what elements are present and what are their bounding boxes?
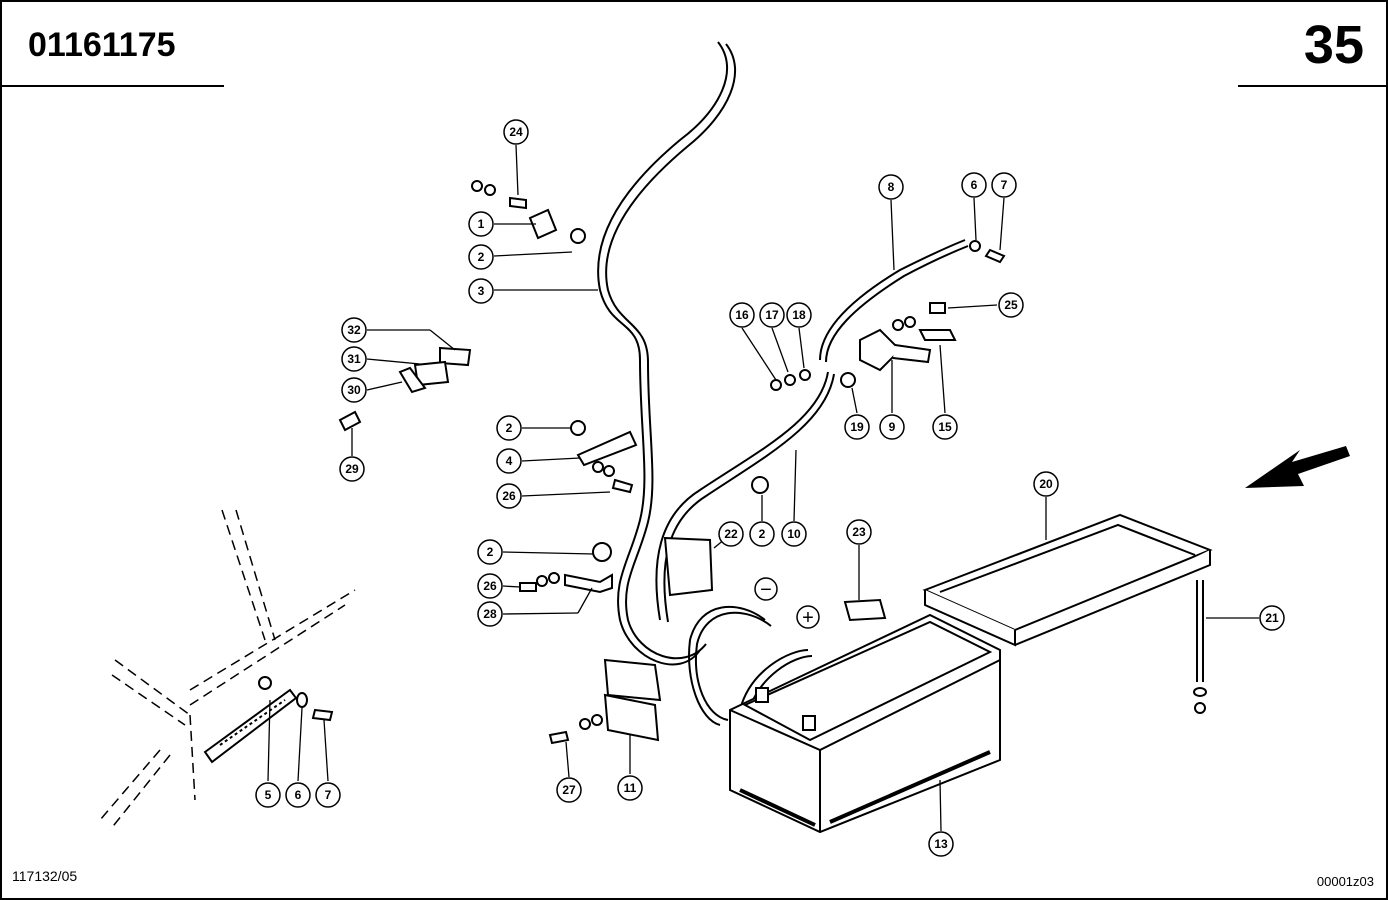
callout-9: 9 [889, 420, 896, 434]
callout-20: 20 [1039, 477, 1053, 491]
callout-4: 4 [506, 454, 513, 468]
callout-28: 28 [483, 607, 497, 621]
callout-21: 21 [1265, 611, 1279, 625]
callout-8: 8 [888, 180, 895, 194]
callout-6: 6 [971, 178, 978, 192]
callout-32: 32 [347, 323, 361, 337]
callout-11: 11 [624, 781, 637, 795]
cable-8 [819, 239, 966, 361]
callout-26: 26 [483, 579, 497, 593]
tie-rod [1193, 580, 1207, 714]
callout-2: 2 [478, 250, 485, 264]
callout-24: 24 [509, 125, 523, 139]
callout-29: 29 [345, 462, 359, 476]
cable-10 [655, 371, 829, 621]
callout-31: 31 [347, 352, 361, 366]
footer-left-code: 117132/05 [12, 868, 78, 884]
callout-13: 13 [934, 837, 948, 851]
callout-19: 19 [850, 420, 864, 434]
callout-30: 30 [347, 383, 361, 397]
plus-symbol: + [802, 607, 814, 629]
callout-16: 16 [735, 308, 749, 322]
direction-arrow [1245, 446, 1350, 488]
callout-2: 2 [487, 545, 494, 559]
callout-6: 6 [295, 788, 302, 802]
callout-2: 2 [759, 527, 766, 541]
callout-5: 5 [265, 788, 272, 802]
minus-symbol: − [760, 579, 772, 601]
callout-18: 18 [792, 308, 806, 322]
callout-22: 22 [724, 527, 738, 541]
callout-10: 10 [787, 527, 801, 541]
footer-right-code: 00001z03 [1316, 874, 1374, 889]
callout-7: 7 [1001, 178, 1008, 192]
callout-1: 1 [478, 217, 485, 231]
callout-2: 2 [506, 421, 513, 435]
callout-15: 15 [938, 420, 952, 434]
callout-25: 25 [1004, 298, 1018, 312]
callout-27: 27 [562, 783, 576, 797]
callout-3: 3 [478, 284, 485, 298]
callout-7: 7 [325, 788, 332, 802]
battery-tray [922, 513, 1213, 647]
battery [729, 613, 1001, 834]
callout-23: 23 [852, 525, 866, 539]
callout-17: 17 [765, 308, 779, 322]
cable-3 [597, 41, 728, 666]
callout-26: 26 [502, 489, 516, 503]
ground-strap [203, 676, 308, 764]
